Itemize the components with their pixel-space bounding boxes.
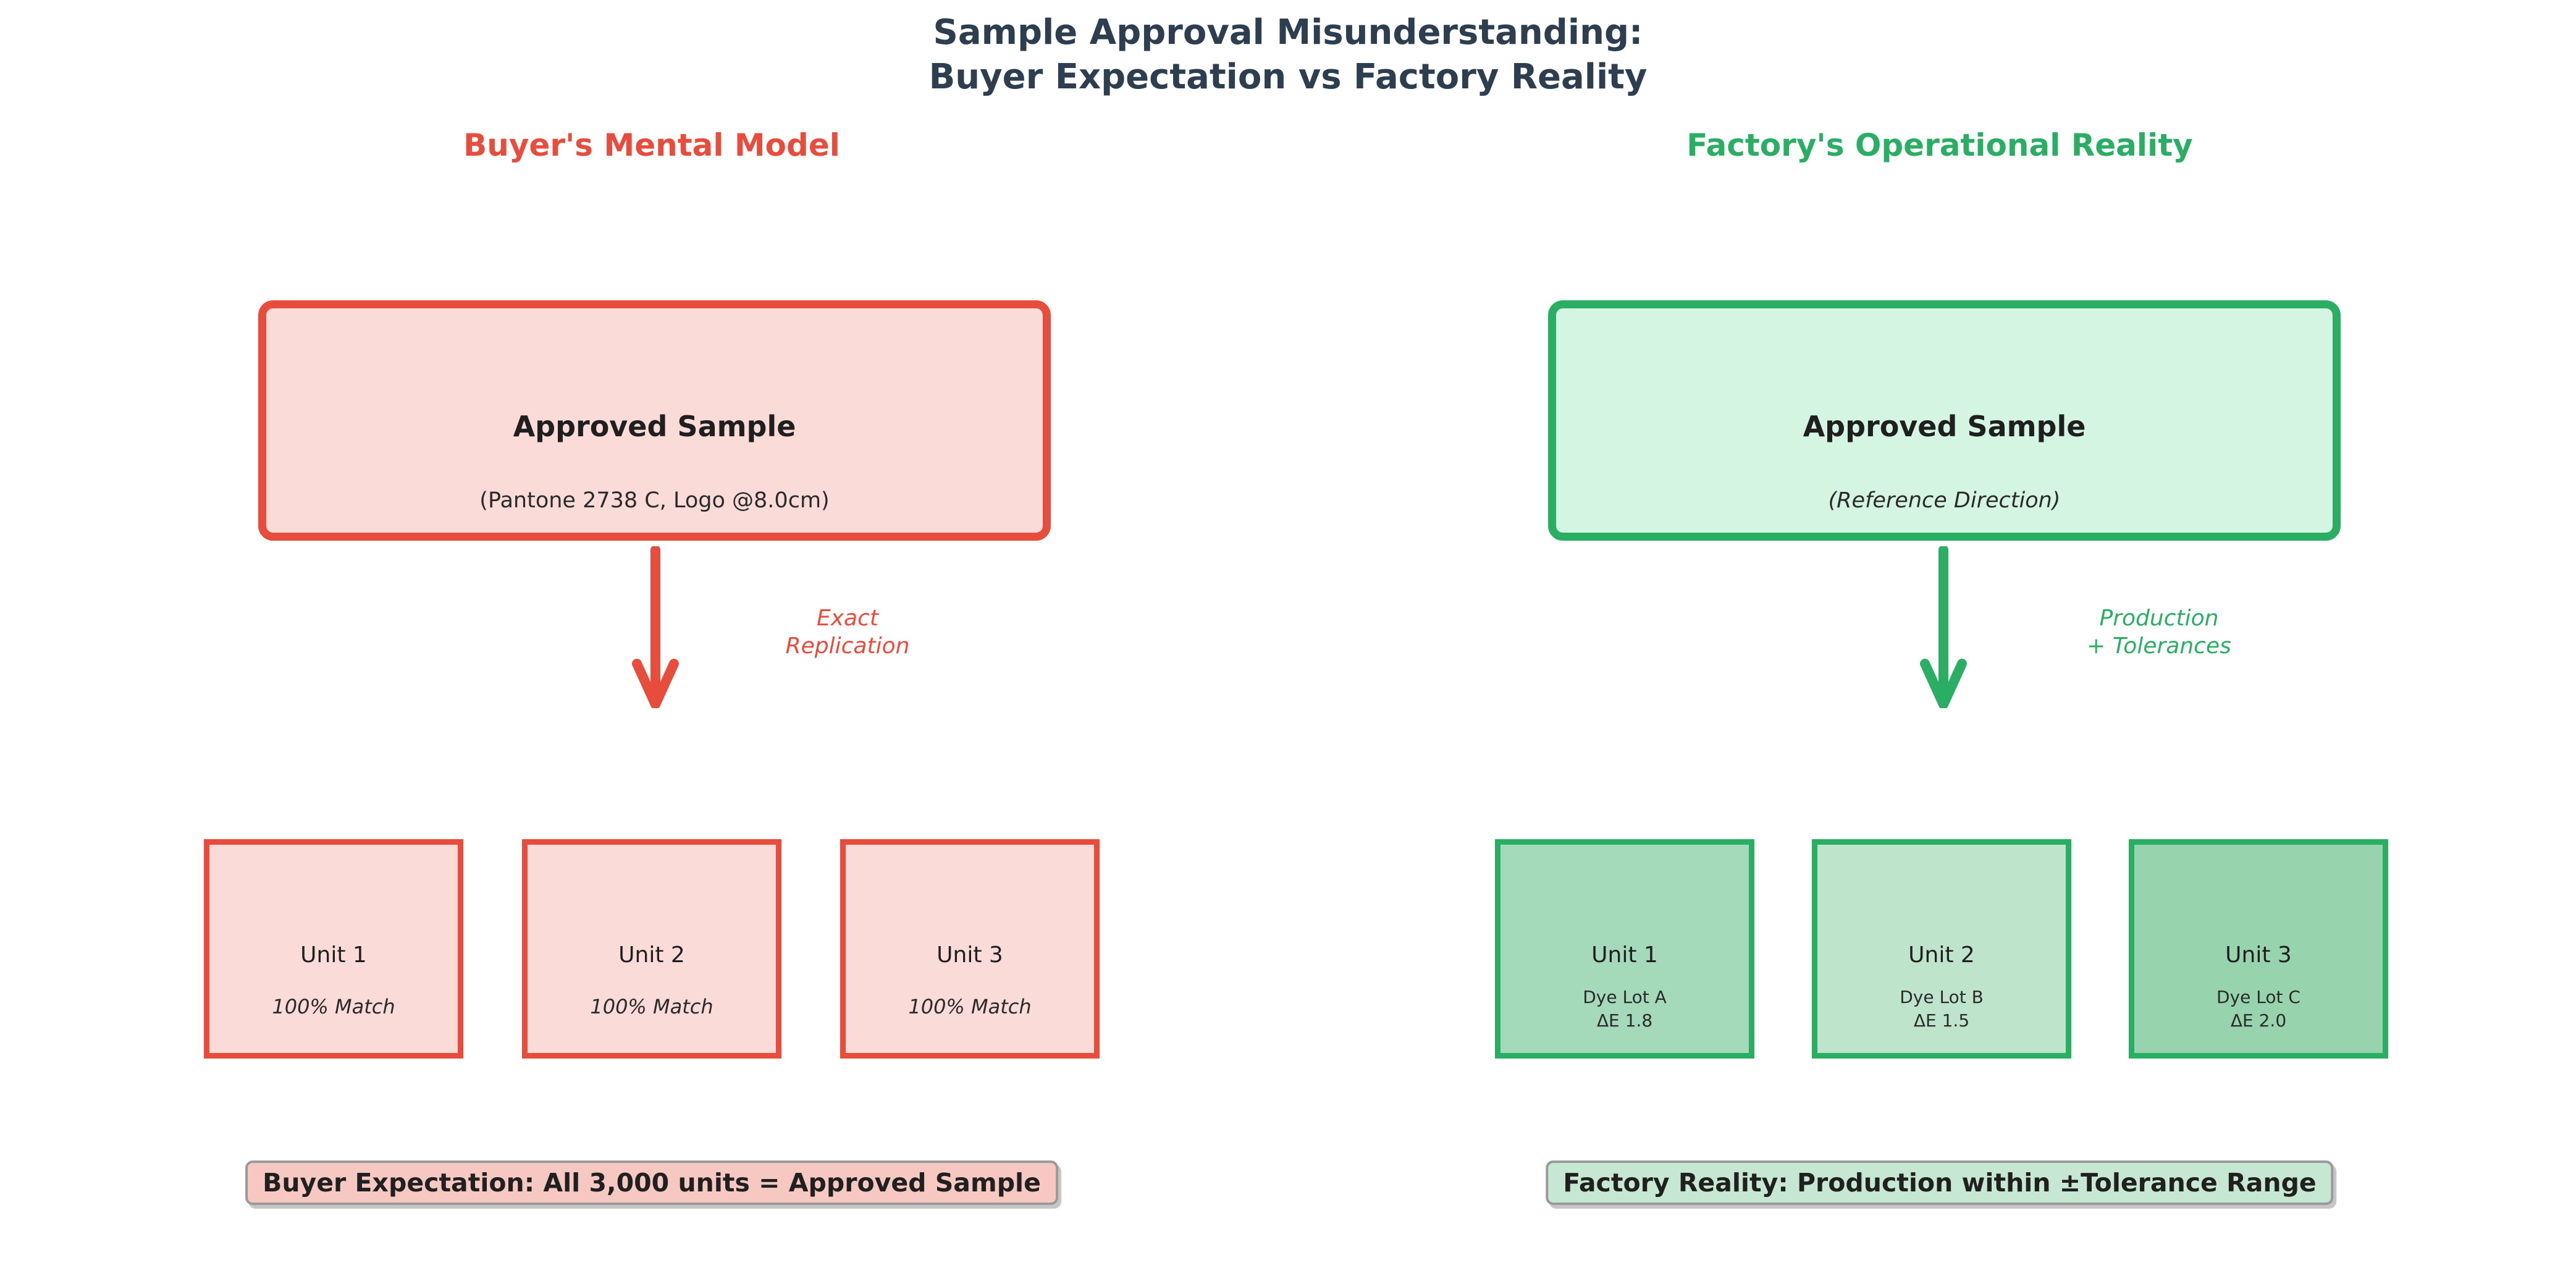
buyer-unit-3-box: Unit 3 100% Match [840,839,1100,1059]
buyer-unit-2-box: Unit 2 100% Match [522,839,781,1059]
buyer-unit-2-title: Unit 2 [618,942,685,968]
factory-column-header: Factory's Operational Reality [1686,127,2193,163]
buyer-approved-sample-box: Approved Sample (Pantone 2738 C, Logo @8… [258,300,1051,541]
buyer-sample-subtitle: (Pantone 2738 C, Logo @8.0cm) [479,488,830,513]
factory-arrow-label-line-2: + Tolerances [2087,633,2231,659]
factory-sample-subtitle: (Reference Direction) [1828,488,2061,513]
factory-unit-1-dye-lot: Dye Lot A [1583,987,1667,1007]
factory-unit-3-subtext: Dye Lot C ΔE 2.0 [2134,986,2383,1033]
factory-arrow-label: Production + Tolerances [2087,604,2231,660]
buyer-arrow-label-line-1: Exact [816,606,879,631]
factory-unit-2-subtext: Dye Lot B ΔE 1.5 [1817,986,2066,1033]
page-title: Sample Approval Misunderstanding: Buyer … [929,11,1648,99]
factory-unit-1-title: Unit 1 [1591,942,1658,968]
buyer-unit-1-subtext: 100% Match [272,995,395,1018]
page-title-line-1: Sample Approval Misunderstanding: [933,12,1643,53]
factory-unit-1-delta-e: ΔE 1.8 [1596,1010,1653,1031]
buyer-unit-2-subtext: 100% Match [590,995,713,1018]
factory-approved-sample-box: Approved Sample (Reference Direction) [1548,300,2341,541]
buyer-unit-1-title: Unit 1 [300,942,367,968]
buyer-arrow-label: Exact Replication [786,604,910,660]
buyer-unit-1-box: Unit 1 100% Match [204,839,463,1059]
factory-unit-3-dye-lot: Dye Lot C [2216,987,2300,1007]
factory-unit-1-box: Unit 1 Dye Lot A ΔE 1.8 [1495,839,1754,1059]
factory-unit-2-box: Unit 2 Dye Lot B ΔE 1.5 [1812,839,2071,1059]
factory-unit-3-delta-e: ΔE 2.0 [2230,1010,2287,1031]
buyer-unit-3-title: Unit 3 [937,942,1003,968]
factory-unit-2-delta-e: ΔE 1.5 [1913,1010,1970,1031]
buyer-down-arrow-icon [632,546,679,708]
factory-down-arrow-icon [1920,546,1967,708]
buyer-unit-3-subtext: 100% Match [908,995,1032,1018]
factory-sample-title: Approved Sample [1803,410,2086,443]
factory-unit-1-subtext: Dye Lot A ΔE 1.8 [1501,986,1749,1033]
factory-unit-3-box: Unit 3 Dye Lot C ΔE 2.0 [2129,839,2388,1059]
buyer-sample-title: Approved Sample [513,410,796,443]
factory-unit-3-title: Unit 3 [2225,942,2292,968]
factory-unit-2-title: Unit 2 [1908,942,1975,968]
factory-arrow-label-line-1: Production [2099,606,2219,631]
factory-reality-banner: Factory Reality: Production within ±Tole… [1546,1161,2334,1205]
buyer-expectation-banner: Buyer Expectation: All 3,000 units = App… [245,1161,1058,1205]
buyer-arrow-label-line-2: Replication [785,633,910,659]
factory-unit-2-dye-lot: Dye Lot B [1900,987,1984,1007]
page-title-line-2: Buyer Expectation vs Factory Reality [928,57,1648,97]
buyer-column-header: Buyer's Mental Model [463,127,840,163]
